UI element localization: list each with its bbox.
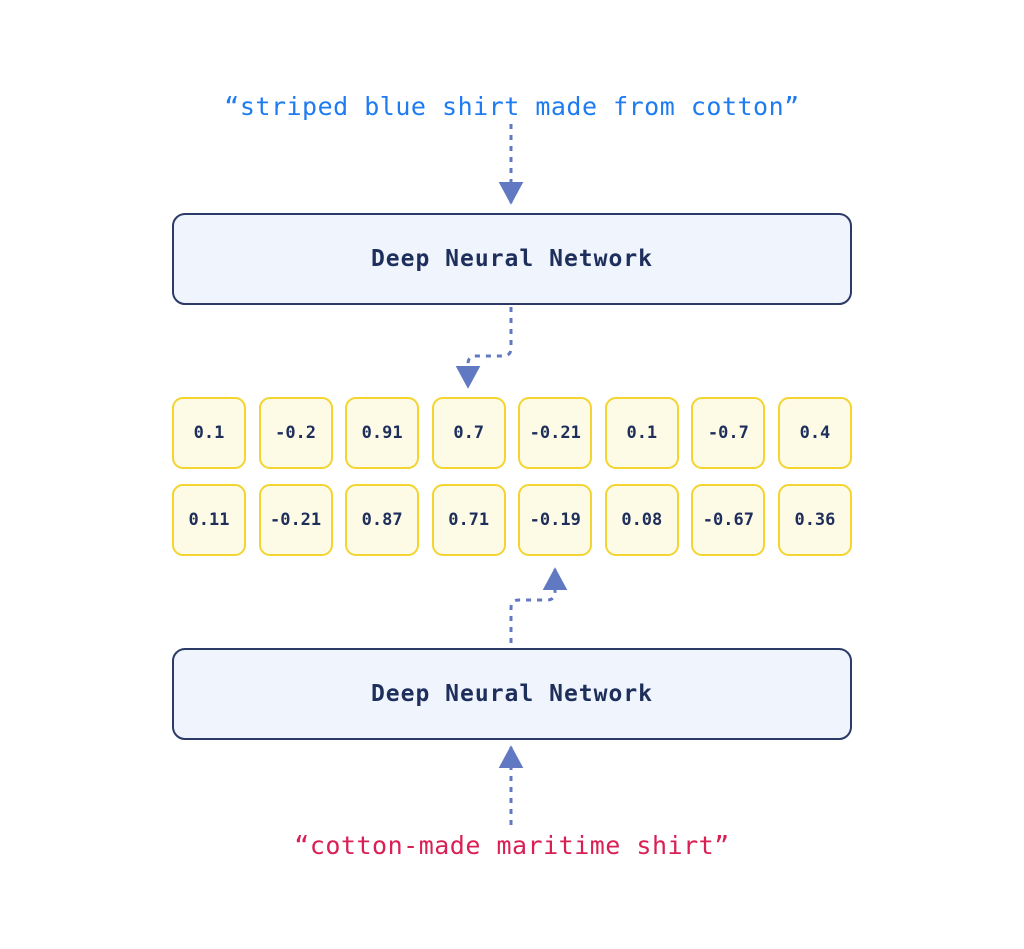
- embedding-cell: -0.67: [691, 484, 766, 556]
- embedding-cell: -0.2: [258, 397, 333, 469]
- embedding-cell: 0.87: [345, 484, 420, 556]
- deep-neural-network-box-top: Deep Neural Network: [172, 213, 852, 305]
- embedding-cell: 0.08: [604, 484, 679, 556]
- embedding-value: 0.91: [361, 423, 403, 443]
- embedding-cell: 0.36: [777, 484, 852, 556]
- input-caption-top: “striped blue shirt made from cotton”: [224, 92, 800, 121]
- connector-dnn-top-to-embedding: [455, 307, 513, 389]
- embedding-value: 0.11: [188, 510, 230, 530]
- deep-neural-network-label-top: Deep Neural Network: [370, 246, 654, 272]
- input-caption-bottom: “cotton-made maritime shirt”: [294, 831, 730, 860]
- embedding-value: 0.87: [361, 510, 403, 530]
- embedding-row-bottom: 0.11 -0.21 0.87 0.71 -0.19 0.08 -0.67 0.…: [172, 484, 852, 556]
- embedding-value: 0.08: [621, 510, 663, 530]
- embedding-cell: 0.7: [431, 397, 506, 469]
- embedding-value: 0.36: [794, 510, 836, 530]
- embedding-cell: -0.21: [518, 397, 593, 469]
- embedding-cell: 0.91: [345, 397, 420, 469]
- embedding-value: 0.1: [626, 423, 658, 443]
- embedding-value: 0.4: [799, 423, 831, 443]
- embedding-value: 0.71: [448, 510, 490, 530]
- connector-dnn-bottom-to-embedding: [509, 567, 568, 643]
- deep-neural-network-label-bottom: Deep Neural Network: [370, 681, 654, 707]
- embedding-value: 0.7: [453, 423, 485, 443]
- embedding-cell: -0.7: [691, 397, 766, 469]
- embedding-value: -0.21: [269, 510, 322, 530]
- embedding-cell: 0.1: [172, 397, 246, 469]
- embedding-value: 0.1: [193, 423, 225, 443]
- embedding-value: -0.19: [529, 510, 581, 530]
- embedding-cell: 0.11: [172, 484, 246, 556]
- embedding-cell: 0.1: [604, 397, 679, 469]
- embedding-value: -0.2: [275, 423, 317, 443]
- deep-neural-network-box-bottom: Deep Neural Network: [172, 648, 852, 740]
- embedding-cell: -0.21: [258, 484, 333, 556]
- embedding-cell: -0.19: [518, 484, 593, 556]
- embedding-value: -0.7: [707, 423, 749, 443]
- embedding-row-top: 0.1 -0.2 0.91 0.7 -0.21 0.1 -0.7 0.4: [172, 397, 852, 469]
- embedding-cell: 0.71: [431, 484, 506, 556]
- embedding-cell: 0.4: [777, 397, 852, 469]
- embedding-value: -0.67: [702, 510, 754, 530]
- embedding-value: -0.21: [529, 423, 581, 443]
